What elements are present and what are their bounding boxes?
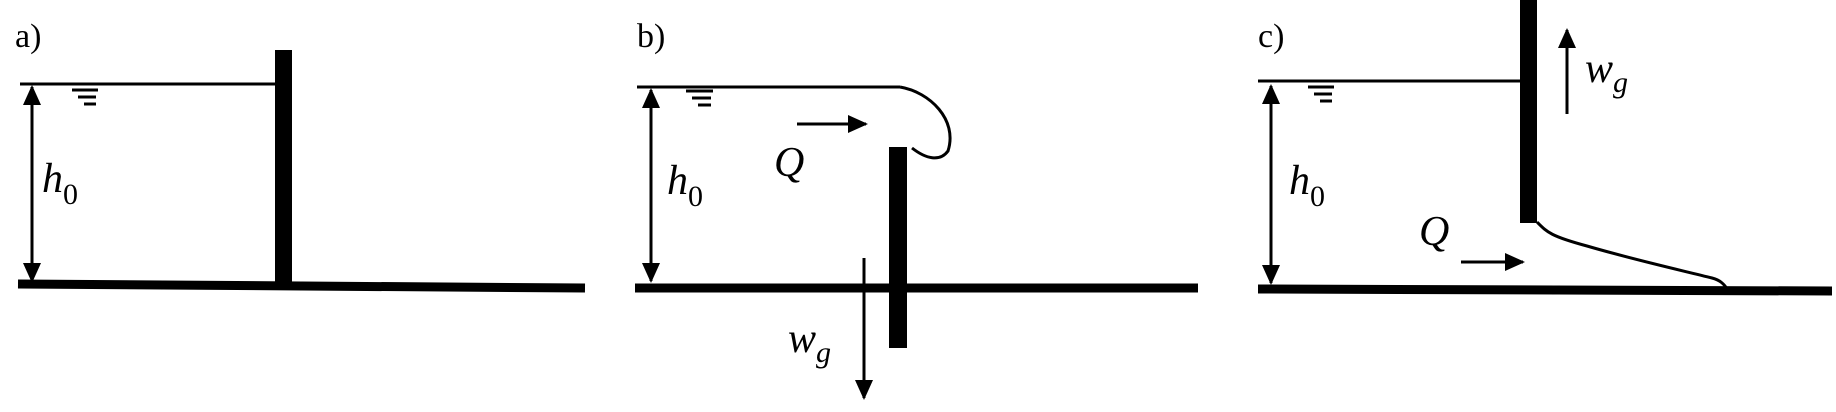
panel-c: c) h0 Q wg: [1257, 0, 1833, 296]
flow-label-c: Q: [1419, 209, 1449, 255]
gate-motion-subscript-c: g: [1613, 66, 1628, 99]
depth-subscript-a: 0: [63, 178, 78, 211]
channel-bed-a: [17, 279, 586, 293]
flow-label-b: Q: [774, 140, 804, 186]
depth-symbol-c: h: [1289, 158, 1310, 204]
panel-b-label: b): [637, 18, 665, 55]
gate-motion-symbol-c: w: [1585, 46, 1613, 92]
depth-symbol-a: h: [42, 156, 63, 202]
panel-a-label: a): [15, 18, 41, 55]
gate-motion-symbol-b: w: [788, 316, 816, 362]
water-surface-symbol-icon-b: [686, 89, 713, 107]
gate-motion-label-c: wg: [1585, 46, 1628, 99]
depth-subscript-b: 0: [688, 180, 703, 213]
water-surface-symbol-icon-c: [1308, 85, 1334, 103]
overflow-nappe-b: [899, 85, 952, 160]
depth-subscript-c: 0: [1310, 180, 1325, 213]
under-gate-jet-c: [1535, 220, 1730, 291]
gate-c: [1520, 0, 1537, 223]
gate-a: [275, 50, 292, 283]
depth-label-a: h0: [42, 156, 78, 211]
panel-a: a) h0: [15, 18, 586, 293]
depth-label-b: h0: [667, 158, 703, 213]
gate-motion-label-b: wg: [788, 316, 831, 369]
panel-b: b) h0 Q wg: [635, 18, 1198, 400]
depth-symbol-b: h: [667, 158, 688, 204]
channel-bed-c: [1257, 284, 1833, 296]
gate-b: [889, 147, 907, 348]
depth-label-c: h0: [1289, 158, 1325, 213]
gate-motion-subscript-b: g: [816, 336, 831, 369]
panel-c-label: c): [1258, 18, 1284, 55]
water-surface-symbol-icon-a: [72, 88, 98, 106]
